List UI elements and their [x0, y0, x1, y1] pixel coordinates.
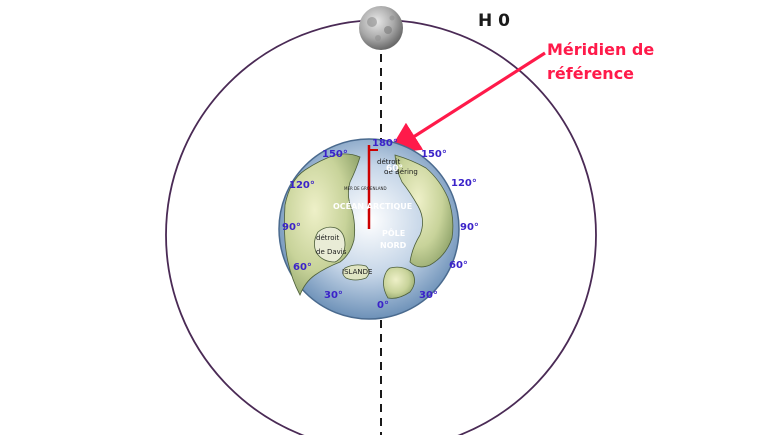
pole-label-1: PÔLE	[382, 227, 405, 238]
deg-60-left: 60°	[293, 262, 312, 273]
reference-meridian-arrow	[387, 51, 546, 154]
deg-120-left: 120°	[289, 180, 315, 191]
small-sea-label: MER DE GROENLAND	[344, 186, 387, 191]
north-america-landmass	[284, 153, 361, 296]
degree-labels: 180° 150° 150° 120° 120° 90° 90° 60° 60°…	[282, 138, 479, 311]
deg-150-left: 150°	[322, 149, 348, 160]
greenland-landmass	[314, 226, 346, 263]
inner-60-label: 60°	[386, 164, 403, 174]
pole-label-2: NORD	[380, 241, 407, 250]
deg-120-right: 120°	[451, 178, 477, 189]
deg-90-left: 90°	[282, 222, 301, 233]
islande-label: ISLANDE	[342, 268, 372, 276]
europe-landmass	[383, 266, 415, 299]
earth-globe: détroit de Béring 60° MER DE GROENLAND O…	[278, 138, 460, 320]
deg-180: 180°	[372, 138, 398, 149]
davis-label-2: de Davis	[316, 248, 347, 256]
asia-landmass	[394, 154, 454, 268]
bering-label-1: détroit	[377, 158, 400, 166]
davis-label-1: détroit	[316, 234, 339, 242]
bering-label-2: de Béring	[384, 168, 418, 176]
ocean-label: OCÉAN ARCTIQUE	[333, 200, 412, 211]
deg-30-right: 30°	[419, 290, 438, 301]
callout-line-1: Méridien de	[547, 40, 654, 59]
callout-line-2: référence	[547, 64, 634, 83]
deg-150-right: 150°	[421, 149, 447, 160]
deg-30-left: 30°	[324, 290, 343, 301]
deg-0: 0°	[377, 300, 389, 311]
deg-90-right: 90°	[460, 222, 479, 233]
moon	[359, 6, 403, 50]
deg-60-right: 60°	[449, 260, 468, 271]
title-label: H 0	[478, 11, 510, 31]
iceland-landmass	[342, 264, 370, 281]
